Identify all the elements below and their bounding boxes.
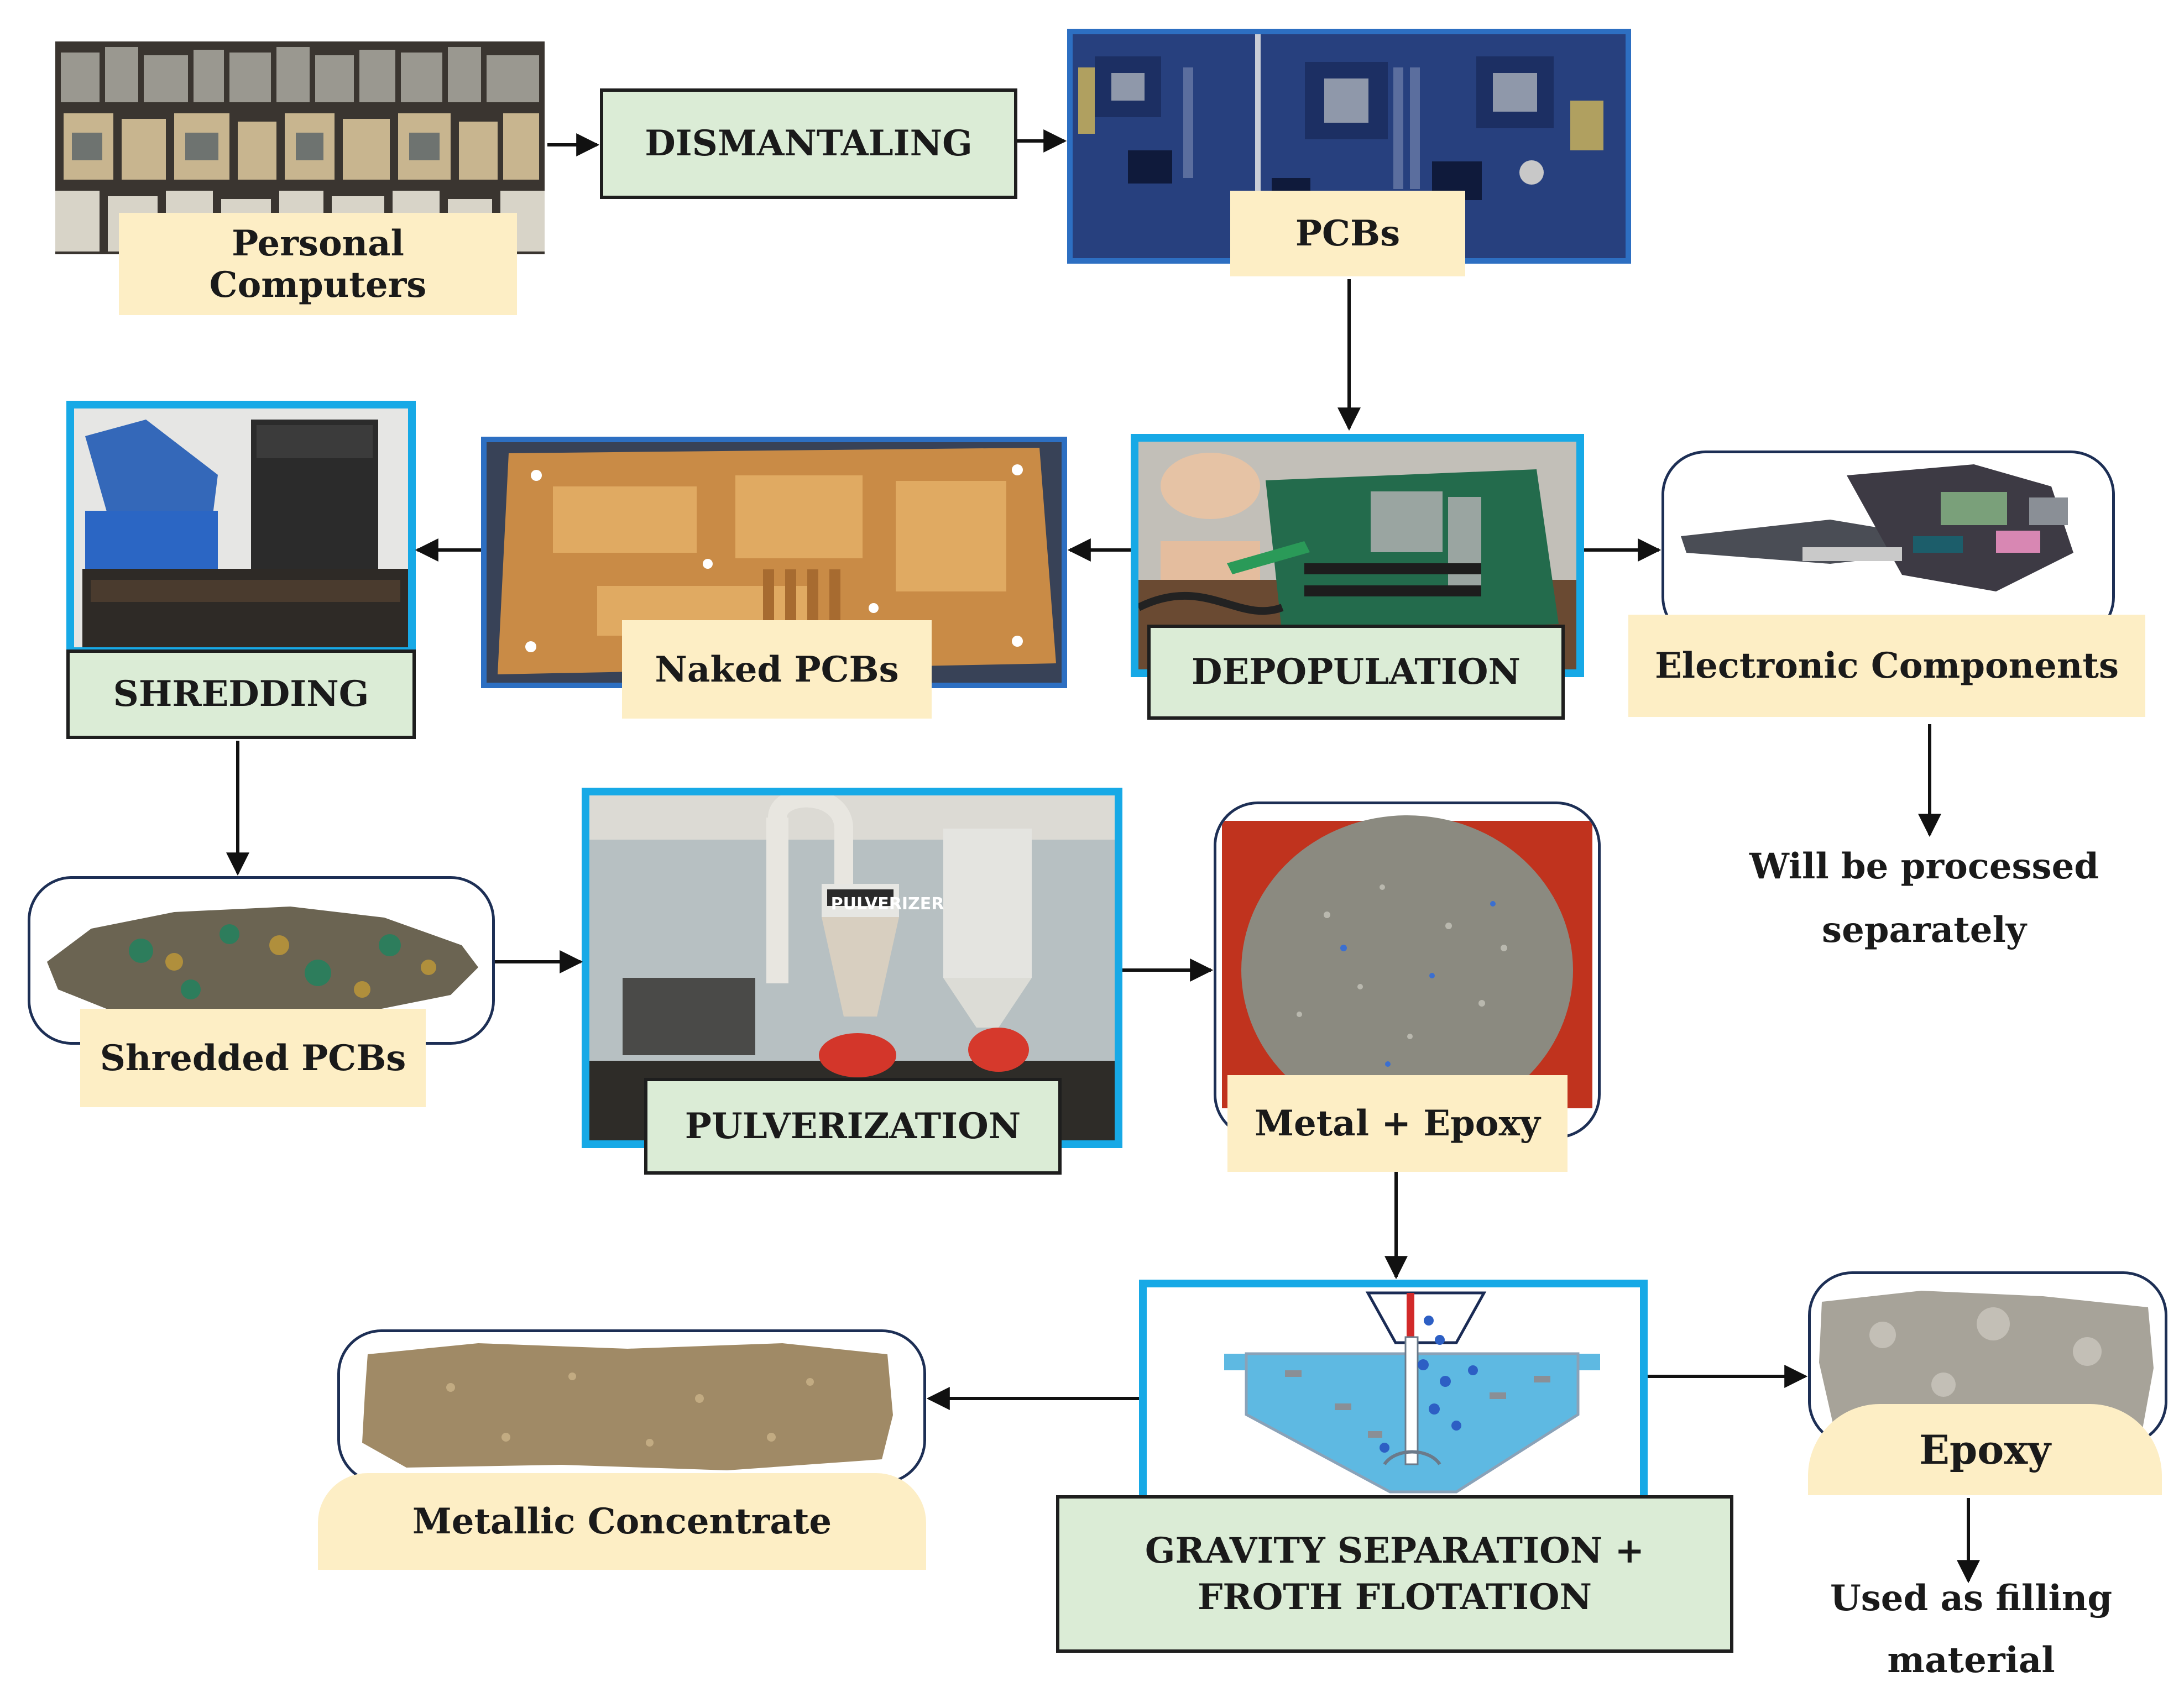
flotation-diagram-frame (1139, 1280, 1648, 1506)
gravity-flotation-box: GRAVITY SEPARATION + FROTH FLOTATION (1056, 1495, 1733, 1653)
pulverization-box: PULVERIZATION (644, 1078, 1062, 1175)
metallic-concentrate-label: Metallic Concentrate (412, 1501, 832, 1542)
electronic-components-photo (1661, 450, 2115, 641)
filling-material-text: Used as filling material (1791, 1567, 2151, 1692)
metallic-concentrate-photo (337, 1329, 926, 1484)
epoxy-label: Epoxy (1919, 1426, 2051, 1473)
filling-line-2: material (1887, 1639, 2055, 1681)
processed-separately-text: Will be processed separately (1703, 832, 2145, 965)
pulverizer-sign: PULVERIZER (830, 894, 944, 914)
dismantaling-box: DISMANTALING (600, 88, 1017, 199)
filling-line-1: Used as filling (1830, 1578, 2113, 1619)
pcbs-label: PCBs (1230, 191, 1465, 276)
flotation-cell-illustration (1147, 1287, 1640, 1499)
gravity-line-1: GRAVITY SEPARATION + (1145, 1530, 1645, 1572)
shredded-pcbs-label: Shredded PCBs (80, 1009, 426, 1107)
depopulation-box: DEPOPULATION (1147, 625, 1565, 720)
shredding-box: SHREDDING (66, 649, 416, 739)
epoxy-label-wrap: Epoxy (1808, 1404, 2162, 1495)
electronic-components-label: Electronic Components (1628, 615, 2145, 717)
gravity-line-2: FROTH FLOTATION (1197, 1576, 1592, 1618)
metal-epoxy-label: Metal + Epoxy (1227, 1075, 1568, 1172)
processed-separately-line-1: Will be processed (1749, 845, 2099, 887)
personal-computers-label: Personal Computers (119, 213, 517, 315)
metallic-concentrate-label-wrap: Metallic Concentrate (318, 1473, 926, 1570)
shredder-photo (66, 401, 416, 655)
naked-pcbs-label: Naked PCBs (622, 620, 932, 719)
processed-separately-line-2: separately (1822, 909, 2026, 951)
